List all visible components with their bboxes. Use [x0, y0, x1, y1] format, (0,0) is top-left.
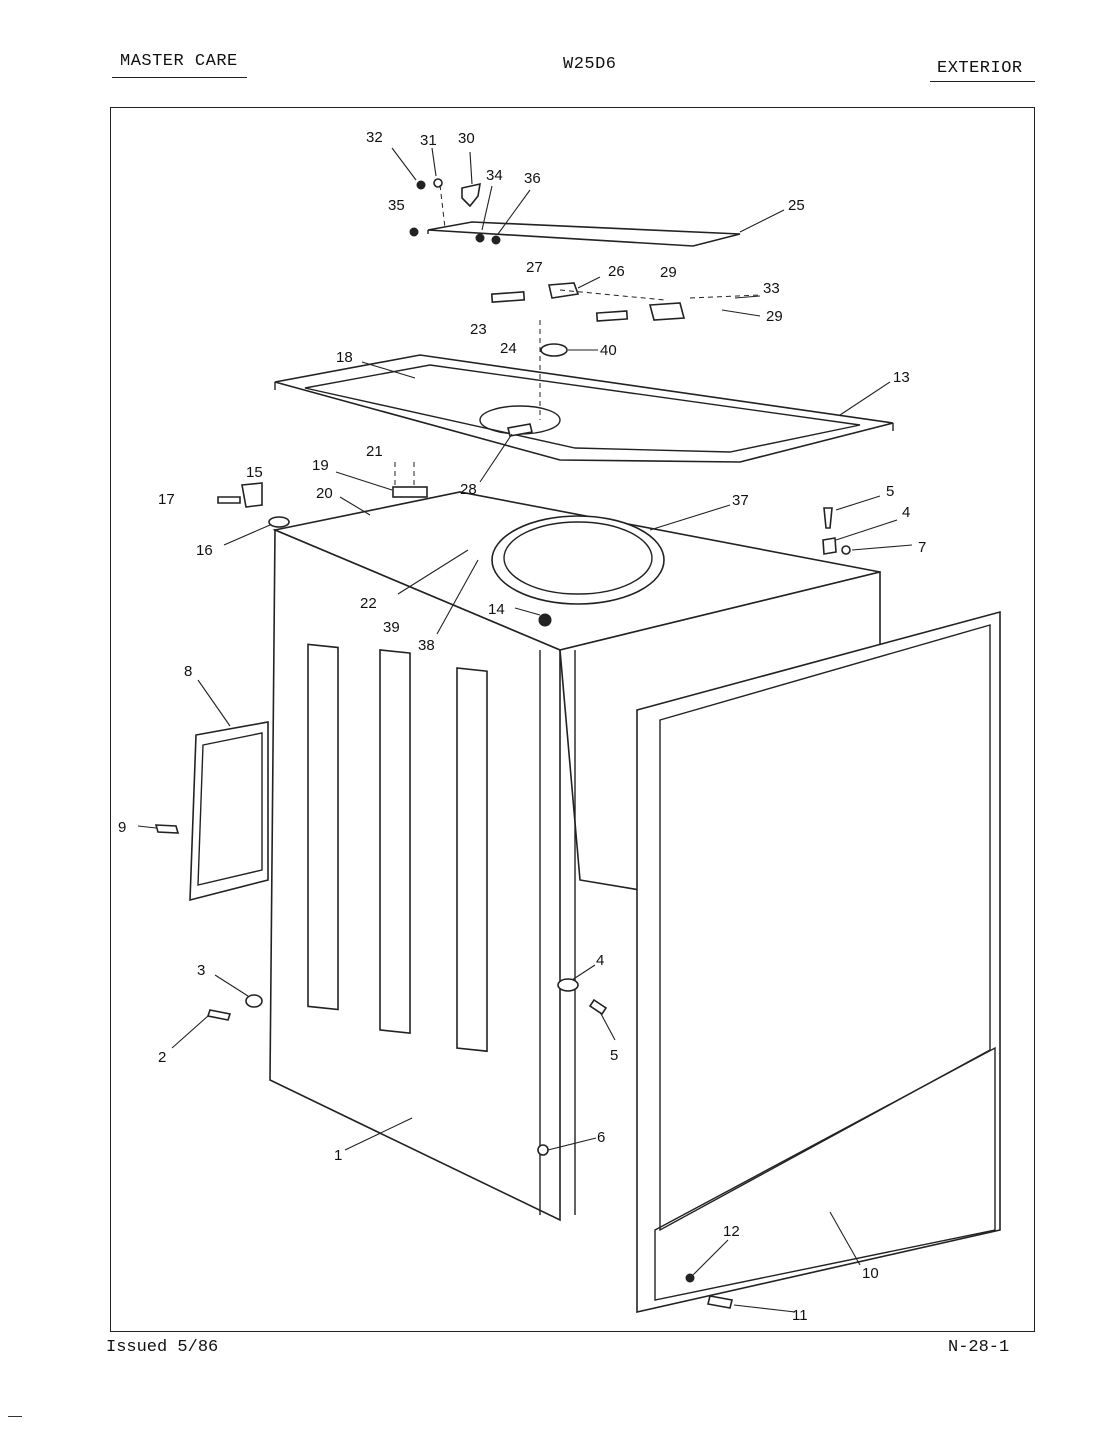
callout-26: 26 [608, 263, 625, 280]
lid-switch-28 [507, 423, 533, 437]
washer-31 [433, 178, 443, 188]
clip-6 [537, 1144, 549, 1156]
clip-15 [241, 482, 263, 508]
callout-29b: 29 [766, 308, 783, 325]
screw-5a [823, 507, 833, 529]
callout-27: 27 [526, 259, 543, 276]
header-rule-right [930, 81, 1035, 82]
callout-4a: 4 [902, 504, 910, 521]
clip-12 [685, 1273, 695, 1283]
screw-11 [707, 1295, 733, 1309]
callout-5b: 5 [610, 1047, 618, 1064]
bumper-35 [409, 227, 419, 237]
header-rule-left [112, 77, 247, 78]
diagram-frame [110, 107, 1035, 1332]
header-brand: MASTER CARE [120, 52, 238, 71]
washer-16 [268, 516, 290, 528]
screw-32 [416, 180, 426, 190]
callout-16: 16 [196, 542, 213, 559]
header-model: W25D6 [563, 55, 617, 74]
front-panel-kick [654, 1046, 996, 1301]
corner-mark [8, 1416, 22, 1417]
callout-39: 39 [383, 619, 400, 636]
hinge-19 [392, 486, 428, 498]
callout-1: 1 [334, 1147, 342, 1164]
callout-32: 32 [366, 129, 383, 146]
callout-18: 18 [336, 349, 353, 366]
callout-7: 7 [918, 539, 926, 556]
bumper-34 [475, 233, 485, 243]
callout-2: 2 [158, 1049, 166, 1066]
callout-4b: 4 [596, 952, 604, 969]
callout-23: 23 [470, 321, 487, 338]
callout-9: 9 [118, 819, 126, 836]
tub-ring-37 [491, 515, 665, 605]
callout-8: 8 [184, 663, 192, 680]
screw-2 [206, 1009, 232, 1021]
hinge-28-pin [595, 310, 629, 322]
bumper-3 [245, 994, 263, 1008]
callout-24: 24 [500, 340, 517, 357]
clip-4a [822, 537, 837, 555]
lid-panel [427, 221, 741, 247]
callout-38: 38 [418, 637, 435, 654]
screw-9 [154, 824, 180, 834]
callout-29a: 29 [660, 264, 677, 281]
callout-21: 21 [366, 443, 383, 460]
callout-28: 28 [460, 481, 477, 498]
callout-19: 19 [312, 457, 329, 474]
callout-36: 36 [524, 170, 541, 187]
callout-17: 17 [158, 491, 175, 508]
callout-10: 10 [862, 1265, 879, 1282]
callout-30: 30 [458, 130, 475, 147]
belt-guard-14 [538, 613, 552, 627]
top-cover [274, 354, 894, 463]
bracket-30 [461, 182, 481, 208]
screw-17 [217, 496, 241, 504]
bumper-36 [491, 235, 501, 245]
grommet-40 [540, 343, 568, 357]
callout-34: 34 [486, 167, 503, 184]
hinge-27 [490, 291, 526, 303]
callout-22: 22 [360, 595, 377, 612]
callout-40: 40 [600, 342, 617, 359]
callout-14: 14 [488, 601, 505, 618]
callout-33: 33 [763, 280, 780, 297]
callout-13: 13 [893, 369, 910, 386]
front-panel [636, 610, 1001, 1314]
callout-11: 11 [792, 1307, 808, 1324]
callout-3: 3 [197, 962, 205, 979]
callout-25: 25 [788, 197, 805, 214]
callout-37: 37 [732, 492, 749, 509]
callout-35: 35 [388, 197, 405, 214]
clip-4b [557, 978, 579, 992]
callout-6: 6 [597, 1129, 605, 1146]
callout-5a: 5 [886, 483, 894, 500]
side-slot-3 [456, 667, 488, 1053]
header-section: EXTERIOR [937, 59, 1023, 78]
callout-12: 12 [723, 1223, 740, 1240]
page-code: N-28-1 [948, 1338, 1010, 1357]
callout-15: 15 [246, 464, 263, 481]
rear-panel [189, 721, 269, 902]
side-slot-1 [307, 643, 339, 1011]
hinge-block [648, 302, 686, 321]
callout-20: 20 [316, 485, 333, 502]
issued-date: Issued 5/86 [106, 1338, 219, 1357]
nut-7 [841, 545, 851, 555]
side-slot-2 [379, 649, 411, 1034]
screw-5b [588, 998, 608, 1016]
callout-31: 31 [420, 132, 437, 149]
